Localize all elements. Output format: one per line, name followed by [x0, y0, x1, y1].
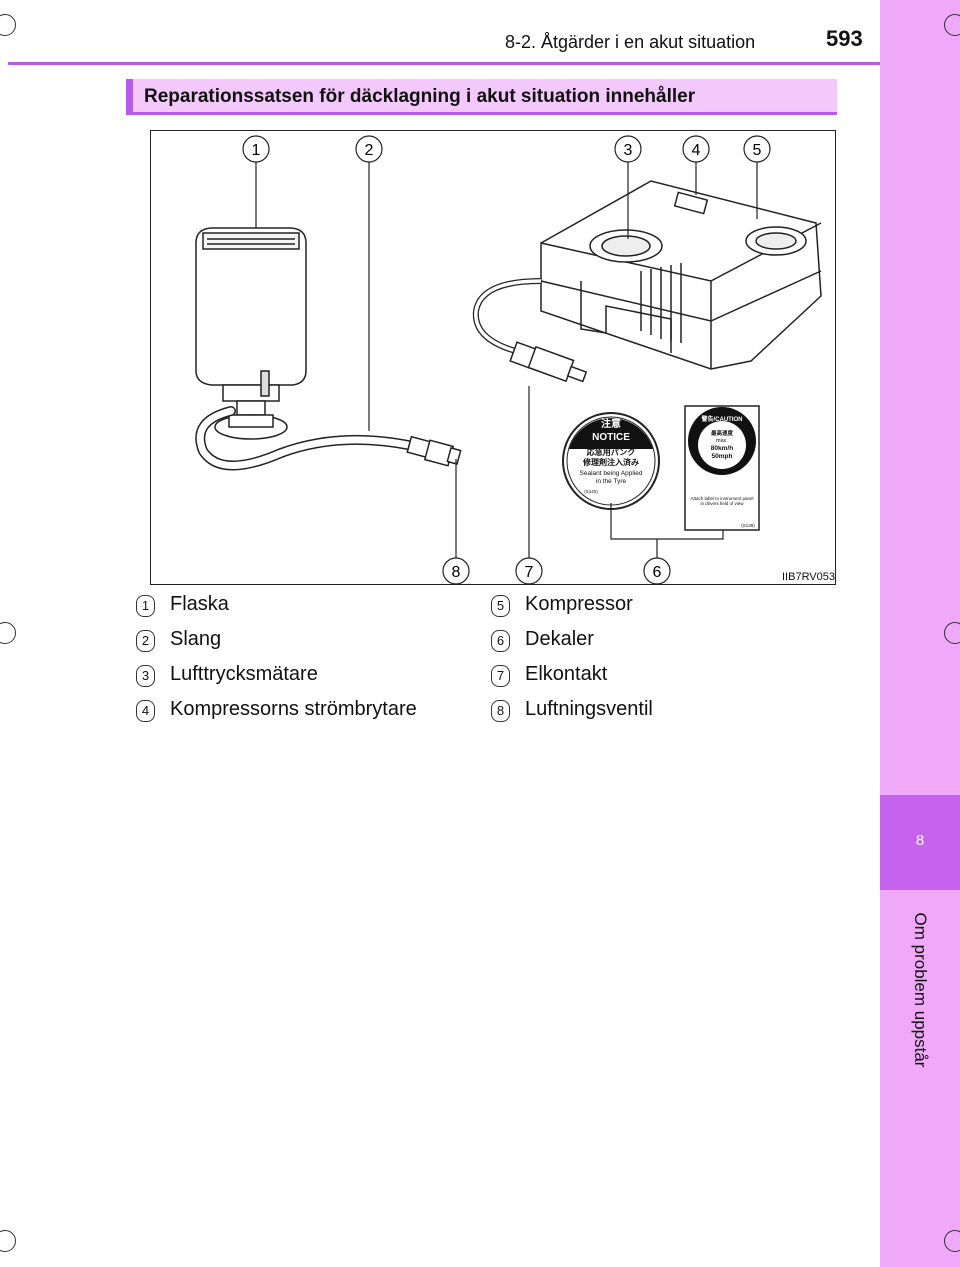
- section-heading-accent: [126, 79, 133, 112]
- callout-5: 5: [743, 135, 771, 163]
- list-item: 3 Lufttrycksmätare: [136, 663, 476, 689]
- compressor-vents: [640, 263, 682, 343]
- item-label: Luftningsventil: [525, 698, 653, 720]
- svg-text:3: 3: [624, 142, 633, 159]
- item-label: Slang: [170, 628, 222, 650]
- item-label: Kompressor: [525, 593, 633, 615]
- item-label: Elkontakt: [525, 663, 608, 685]
- callout-2: 2: [355, 135, 383, 163]
- svg-text:1: 1: [252, 142, 261, 159]
- svg-text:8: 8: [452, 564, 461, 581]
- caution-code: (S139): [741, 523, 755, 528]
- callout-7: 7: [515, 557, 543, 585]
- notice-code: (S140): [584, 489, 598, 494]
- crop-mark: [0, 1230, 16, 1252]
- notice-title: 注意: [601, 417, 621, 430]
- item-label: Kompressorns strömbrytare: [170, 698, 417, 720]
- crop-mark: [0, 622, 16, 644]
- svg-text:5: 5: [753, 142, 762, 159]
- list-item: 4 Kompressorns strömbrytare: [136, 698, 476, 724]
- item-number: 4: [136, 700, 155, 722]
- callout-8: 8: [442, 557, 470, 585]
- crop-mark: [944, 1230, 960, 1252]
- callout-leaders: [255, 162, 758, 561]
- svg-text:7: 7: [525, 564, 534, 581]
- notice-line2: 修理剤注入済み: [582, 457, 639, 467]
- item-number: 1: [136, 595, 155, 617]
- caution-kmh: 80km/h: [711, 445, 733, 452]
- compressor: [540, 180, 822, 370]
- item-number: 8: [491, 700, 510, 722]
- item-number: 3: [136, 665, 155, 687]
- running-header: 8-2. Åtgärder i en akut situation: [505, 32, 756, 52]
- list-item: 5 Kompressor: [491, 593, 831, 619]
- item-number: 7: [491, 665, 510, 687]
- crop-mark: [944, 14, 960, 36]
- item-label: Lufttrycksmätare: [170, 663, 318, 685]
- page-number: 593: [826, 26, 863, 51]
- notice-sticker: 注意 NOTICE 応急用パンク 修理剤注入済み Sealant being A…: [562, 412, 660, 510]
- list-item: 7 Elkontakt: [491, 663, 831, 689]
- list-item: 8 Luftningsventil: [491, 698, 831, 724]
- item-number: 5: [491, 595, 510, 617]
- caution-mph: 50mph: [712, 453, 733, 460]
- power-cord: [472, 278, 542, 356]
- caution-title: 警告/CAUTION: [701, 415, 743, 423]
- item-label: Flaska: [170, 593, 229, 615]
- callout-1: 1: [242, 135, 270, 163]
- chapter-number-block: [880, 795, 960, 890]
- repair-kit-illustration: 注意 NOTICE 応急用パンク 修理剤注入済み Sealant being A…: [150, 130, 836, 585]
- notice-line3: Sealant being Applied: [580, 470, 643, 477]
- caution-max: max.: [716, 438, 728, 444]
- notice-line1: 応急用パンク: [587, 447, 635, 457]
- caution-speed-jp: 最高速度: [711, 429, 734, 437]
- svg-text:6: 6: [653, 564, 662, 581]
- crop-mark: [944, 622, 960, 644]
- svg-text:2: 2: [365, 142, 374, 159]
- callout-6: 6: [643, 557, 671, 585]
- crop-mark: [0, 14, 16, 36]
- section-heading: Reparationssatsen för däcklagning i akut…: [126, 79, 837, 115]
- item-label: Dekaler: [525, 628, 594, 650]
- header-rule: [8, 62, 880, 65]
- chapter-title: Om problem uppstår: [911, 912, 930, 1068]
- caution-sticker: 警告/CAUTION 最高速度 max. 80km/h 50mph Attach…: [684, 405, 760, 531]
- list-item: 1 Flaska: [136, 593, 476, 619]
- callout-3: 3: [614, 135, 642, 163]
- list-item: 6 Dekaler: [491, 628, 831, 654]
- callout-4: 4: [682, 135, 710, 163]
- item-number: 6: [491, 630, 510, 652]
- repair-kit-drawing: 注意 NOTICE 応急用パンク 修理剤注入済み Sealant being A…: [195, 135, 822, 585]
- section-heading-text: Reparationssatsen för däcklagning i akut…: [144, 86, 696, 107]
- chapter-number: 8: [915, 832, 925, 849]
- list-item: 2 Slang: [136, 628, 476, 654]
- notice-line4: in the Tyre: [596, 478, 627, 485]
- callout-markers: 1 2 3 4 5 6 7 8: [242, 135, 771, 585]
- sealant-bottle: [195, 227, 307, 440]
- power-plug: [509, 341, 588, 383]
- caution-note: Attach label to instrument panel in driv…: [690, 496, 754, 506]
- item-number: 2: [136, 630, 155, 652]
- svg-text:4: 4: [692, 142, 701, 159]
- valve-connector: [406, 435, 462, 467]
- figure-code: IIB7RV053: [782, 571, 836, 583]
- notice-subtitle: NOTICE: [592, 432, 630, 443]
